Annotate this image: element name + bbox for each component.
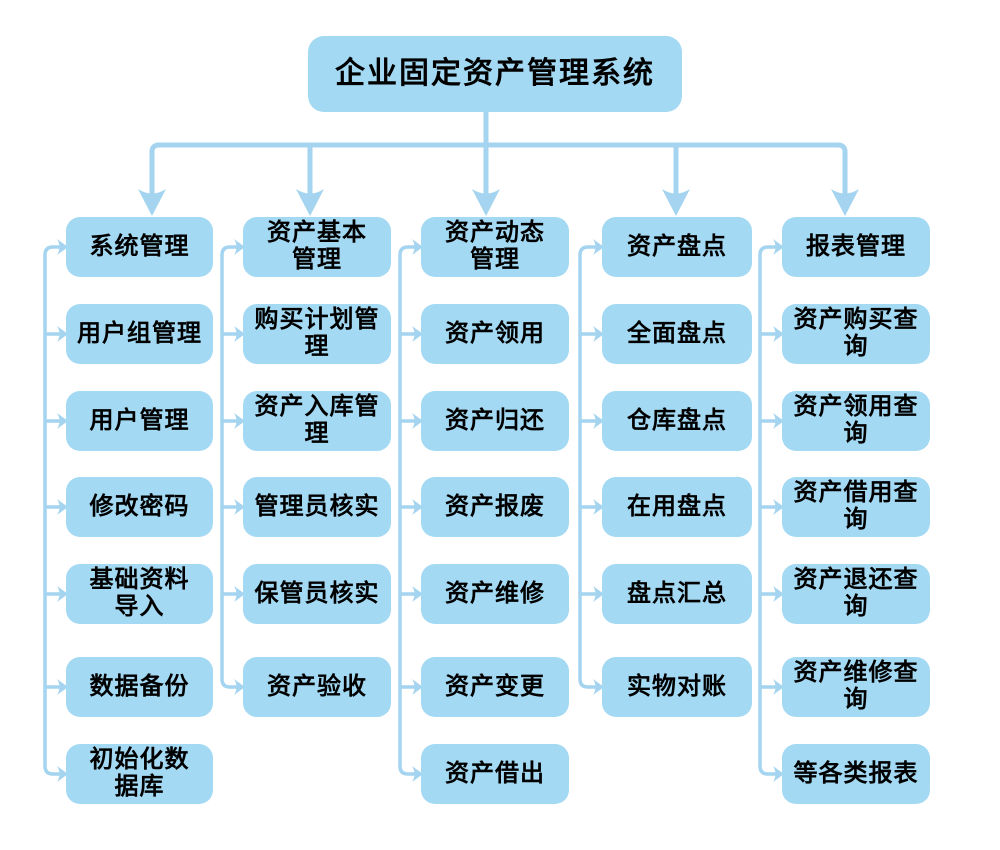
node-item-asset-requisition-query: 资产领用查询	[782, 391, 930, 451]
right-arrow-icon	[234, 679, 245, 695]
node-item-asset-return-query: 资产退还查询	[782, 564, 930, 624]
node-item-inventory-summary: 盘点汇总	[602, 564, 752, 624]
right-arrow-icon	[593, 239, 604, 255]
node-header-asset-basic-management: 资产基本 管理	[243, 217, 391, 277]
right-arrow-icon	[57, 326, 68, 342]
node-item-asset-purchase-query: 资产购买查询	[782, 304, 930, 364]
node-item-user-management: 用户管理	[66, 391, 213, 451]
right-arrow-icon	[773, 413, 784, 429]
right-arrow-icon	[412, 326, 423, 342]
node-header-asset-inventory: 资产盘点	[602, 217, 752, 277]
right-arrow-icon	[773, 766, 784, 782]
node-item-purchase-plan-management: 购买计划管理	[243, 304, 391, 364]
node-item-full-inventory: 全面盘点	[602, 304, 752, 364]
rail-column-5	[758, 245, 780, 776]
node-item-initialize-database: 初始化数 据库	[66, 744, 213, 804]
node-item-asset-return: 资产归还	[421, 391, 569, 451]
rail-column-4	[578, 245, 600, 689]
node-item-asset-scrap: 资产报废	[421, 477, 569, 537]
node-header-system-management: 系统管理	[66, 217, 213, 277]
down-arrow-icon	[138, 189, 166, 216]
right-arrow-icon	[593, 679, 604, 695]
node-item-asset-inbound-management: 资产入库管理	[243, 391, 391, 451]
right-arrow-icon	[593, 586, 604, 602]
right-arrow-icon	[234, 239, 245, 255]
right-arrow-icon	[773, 239, 784, 255]
node-item-physical-reconciliation: 实物对账	[602, 657, 752, 717]
right-arrow-icon	[57, 413, 68, 429]
right-arrow-icon	[412, 499, 423, 515]
down-arrow-icon	[296, 189, 324, 216]
right-arrow-icon	[593, 413, 604, 429]
right-arrow-icon	[412, 239, 423, 255]
right-arrow-icon	[412, 766, 423, 782]
node-item-base-data-import: 基础资料 导入	[66, 564, 213, 624]
node-item-other-reports: 等各类报表	[782, 744, 930, 804]
node-item-asset-repair-query: 资产维修查询	[782, 657, 930, 717]
right-arrow-icon	[234, 499, 245, 515]
right-arrow-icon	[57, 586, 68, 602]
right-arrow-icon	[57, 679, 68, 695]
right-arrow-icon	[593, 499, 604, 515]
node-root-title: 企业固定资产管理系统	[308, 36, 682, 112]
right-arrow-icon	[773, 679, 784, 695]
node-item-in-use-inventory: 在用盘点	[602, 477, 752, 537]
node-item-asset-requisition: 资产领用	[421, 304, 569, 364]
node-item-asset-acceptance: 资产验收	[243, 657, 391, 717]
right-arrow-icon	[773, 326, 784, 342]
node-header-asset-dynamic-management: 资产动态 管理	[421, 217, 569, 277]
node-item-asset-lend: 资产借出	[421, 744, 569, 804]
right-arrow-icon	[234, 413, 245, 429]
node-item-change-password: 修改密码	[66, 477, 213, 537]
right-arrow-icon	[773, 586, 784, 602]
right-arrow-icon	[412, 679, 423, 695]
right-arrow-icon	[234, 326, 245, 342]
down-arrow-icon	[472, 189, 500, 216]
rail-column-3	[398, 245, 419, 776]
node-item-asset-borrow-query: 资产借用查询	[782, 477, 930, 537]
node-item-admin-verification: 管理员核实	[243, 477, 391, 537]
node-item-custodian-verification: 保管员核实	[243, 564, 391, 624]
rail-column-2	[220, 245, 241, 689]
rail-column-1	[43, 245, 64, 776]
right-arrow-icon	[57, 766, 68, 782]
right-arrow-icon	[57, 239, 68, 255]
node-item-data-backup: 数据备份	[66, 657, 213, 717]
right-arrow-icon	[412, 413, 423, 429]
down-arrow-icon	[662, 189, 690, 216]
distributor-line	[149, 142, 848, 196]
node-item-warehouse-inventory: 仓库盘点	[602, 391, 752, 451]
right-arrow-icon	[593, 326, 604, 342]
node-header-report-management: 报表管理	[782, 217, 930, 277]
right-arrow-icon	[412, 586, 423, 602]
right-arrow-icon	[234, 586, 245, 602]
right-arrow-icon	[57, 499, 68, 515]
node-item-asset-change: 资产变更	[421, 657, 569, 717]
right-arrow-icon	[773, 499, 784, 515]
node-item-asset-repair: 资产维修	[421, 564, 569, 624]
down-arrow-icon	[831, 189, 859, 216]
node-item-user-group-management: 用户组管理	[66, 304, 213, 364]
